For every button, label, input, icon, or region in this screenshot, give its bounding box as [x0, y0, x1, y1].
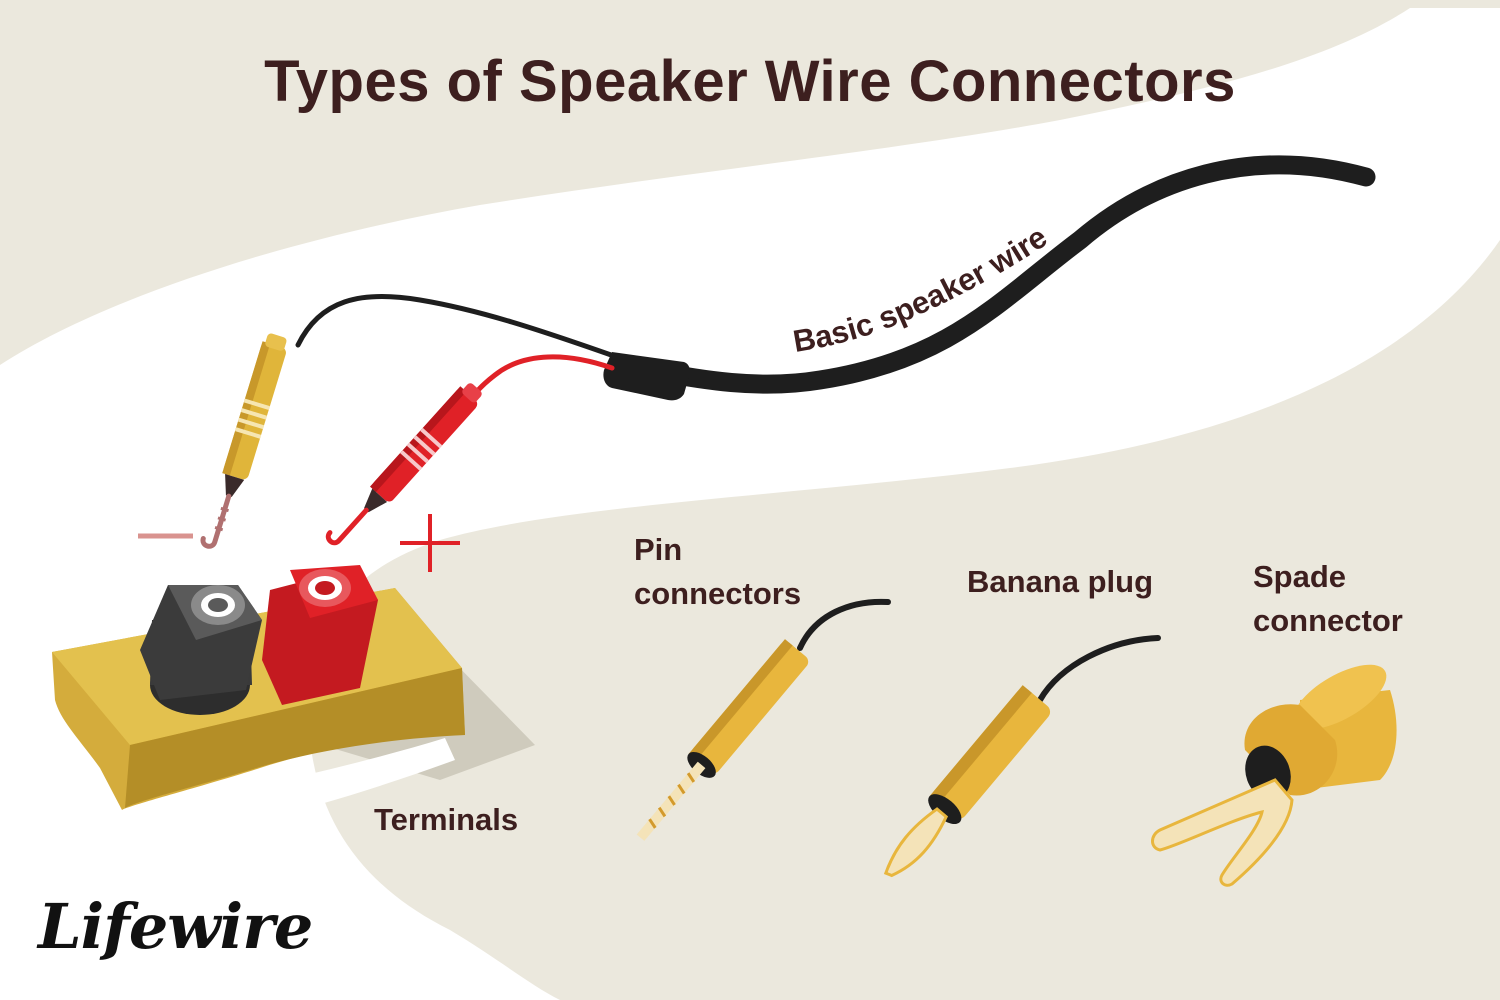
- pin-label-line-1: Pin: [634, 532, 683, 567]
- red-pin-plug: [325, 383, 482, 546]
- gold-pin-plug: [200, 333, 287, 549]
- banana-plug-label: Banana plug: [967, 564, 1154, 599]
- spade-connector-label: Spade connector: [1253, 555, 1403, 643]
- pin-label-line-2: connectors: [634, 576, 802, 611]
- lifewire-logo: Lifewire: [38, 890, 313, 963]
- spade-label-line-2: connector: [1253, 603, 1403, 638]
- speaker-wire-cable: [640, 155, 1376, 394]
- wire-junction-sleeve: [603, 352, 691, 401]
- wire-split-red: [467, 354, 615, 403]
- pin-connectors-label: Pin connectors: [634, 528, 801, 616]
- banana-plug-icon: [883, 635, 1161, 878]
- pin-connector-icon: [636, 598, 891, 841]
- background-band-bottom: [308, 240, 1500, 1000]
- wire-split-black: [295, 293, 617, 359]
- terminals-label: Terminals: [374, 802, 519, 837]
- page-title: Types of Speaker Wire Connectors: [264, 49, 1236, 114]
- spade-label-line-1: Spade: [1253, 559, 1347, 594]
- terminal-block-icon: [52, 565, 535, 845]
- spade-connector-icon: [1151, 664, 1397, 887]
- positive-mark-icon: [400, 514, 460, 572]
- background-band-top: [0, 0, 1500, 365]
